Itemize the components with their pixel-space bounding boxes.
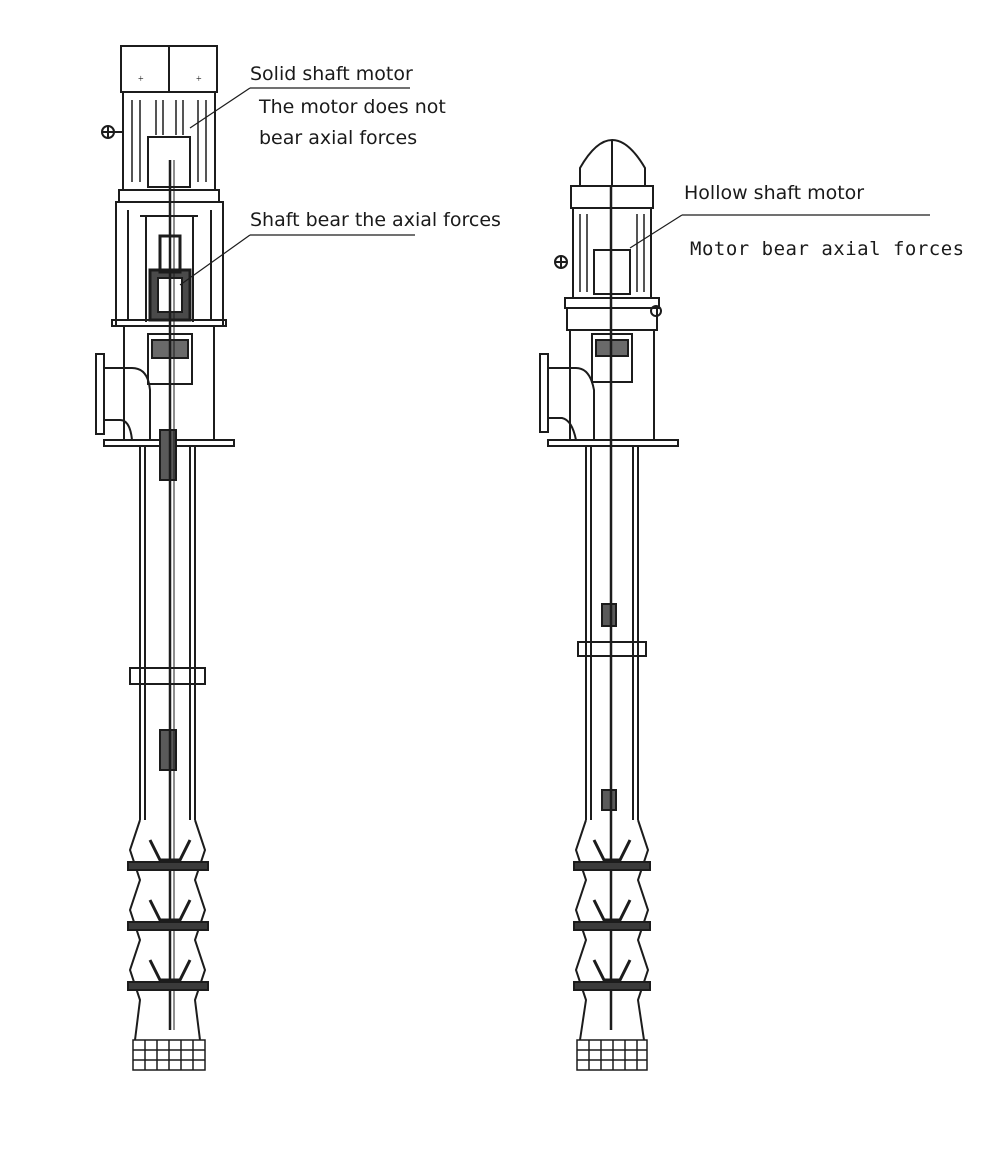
left-leader-lines <box>179 87 415 286</box>
left-shaft-label: Shaft bear the axial forces <box>250 209 501 231</box>
svg-text:+: + <box>196 74 202 85</box>
left-suction-strainer <box>132 1039 206 1071</box>
svg-text:+: + <box>138 74 144 85</box>
left-motor-note-line1: The motor does not <box>259 96 446 118</box>
right-pump <box>539 139 679 1071</box>
left-motor-label: Solid shaft motor <box>250 63 413 85</box>
left-discharge-elbow <box>104 367 151 441</box>
right-discharge-elbow <box>548 367 595 441</box>
right-base-plate <box>547 439 679 447</box>
left-column-pipe <box>129 429 206 820</box>
left-motor-note-line2: bear axial forces <box>259 127 418 149</box>
right-leader-lines <box>629 214 930 249</box>
right-motor-label: Hollow shaft motor <box>684 182 865 204</box>
right-suction-strainer <box>576 1039 648 1071</box>
left-pump: + + <box>95 45 235 1071</box>
right-bowl-assembly <box>573 819 651 1041</box>
right-motor-note: Motor bear axial forces <box>690 238 965 260</box>
left-bowl-assembly <box>127 819 209 1041</box>
